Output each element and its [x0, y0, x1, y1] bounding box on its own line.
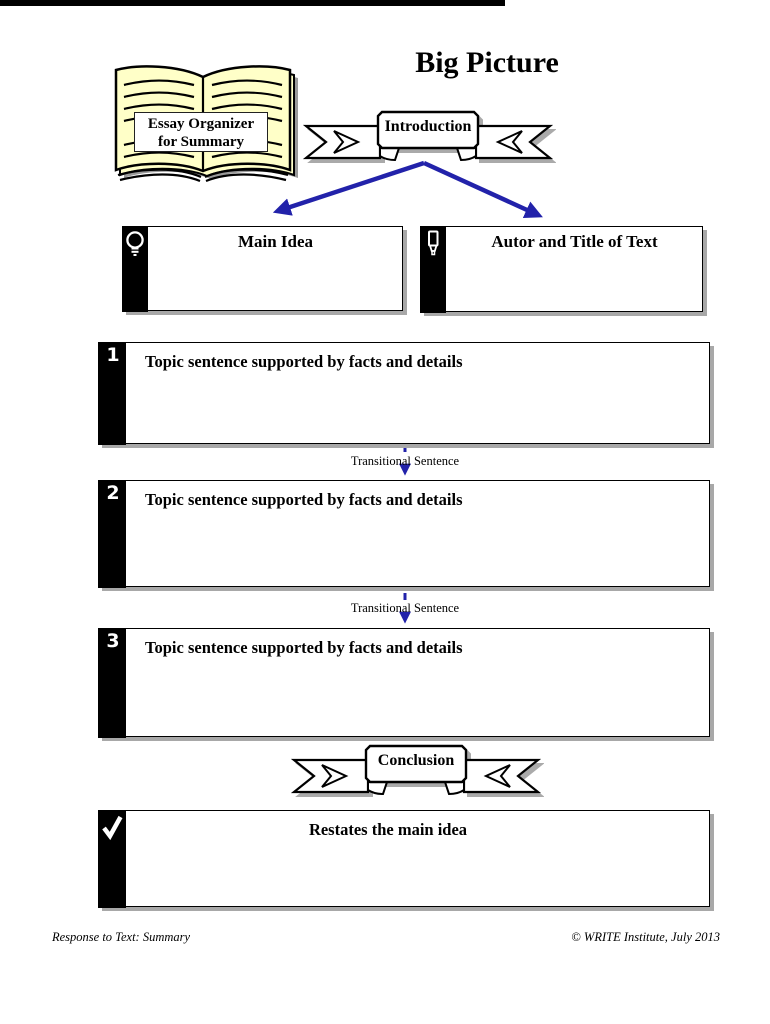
book-label: Essay Organizer for Summary: [134, 112, 268, 152]
author-title-label: Autor and Title of Text: [491, 232, 658, 251]
topic-box-2: 2 Topic sentence supported by facts and …: [97, 479, 710, 588]
number-badge-3: 3: [106, 630, 120, 652]
ribbon-icon: [290, 744, 544, 797]
book-clipart: Essay Organizer for Summary: [108, 58, 298, 196]
page-title: Big Picture: [415, 46, 559, 79]
topic-label-2: Topic sentence supported by facts and de…: [145, 490, 463, 509]
conclusion-banner: Conclusion: [288, 740, 544, 806]
conclusion-box-sidebar: [97, 809, 126, 908]
transition-label-1: Transitional Sentence: [350, 454, 460, 468]
topic-label-1: Topic sentence supported by facts and de…: [145, 352, 463, 371]
ribbon-icon: [302, 110, 556, 163]
footer-document-title: Response to Text: Summary: [52, 930, 191, 944]
topic-box-3: 3 Topic sentence supported by facts and …: [97, 627, 710, 738]
conclusion-box: Restates the main idea: [97, 809, 710, 908]
topic-box-3-sidebar: [97, 627, 126, 738]
topic-box-1-sidebar: [97, 341, 126, 445]
conclusion-label: Conclusion: [377, 752, 455, 769]
main-idea-label: Main Idea: [237, 232, 314, 251]
topic-box-2-sidebar: [97, 479, 126, 588]
footer-copyright: © WRITE Institute, July 2013: [571, 930, 720, 944]
topic-box-1: 1 Topic sentence supported by facts and …: [97, 341, 710, 445]
author-title-box: Autor and Title of Text: [419, 225, 703, 313]
number-badge-2: 2: [106, 482, 120, 504]
scan-artifact-bar: [0, 0, 505, 6]
main-idea-box: Main Idea: [121, 225, 403, 312]
check-icon: [101, 815, 122, 840]
conclusion-box-label: Restates the main idea: [308, 820, 468, 839]
transition-label-2: Transitional Sentence: [350, 601, 460, 615]
introduction-label: Introduction: [384, 118, 472, 135]
introduction-banner: Introduction: [300, 106, 556, 172]
topic-label-3: Topic sentence supported by facts and de…: [145, 638, 463, 657]
lightbulb-icon: [125, 230, 144, 256]
pen-icon: [427, 230, 438, 255]
author-title-sidebar: [419, 225, 446, 313]
main-idea-sidebar: [121, 225, 148, 312]
number-badge-1: 1: [106, 344, 120, 366]
